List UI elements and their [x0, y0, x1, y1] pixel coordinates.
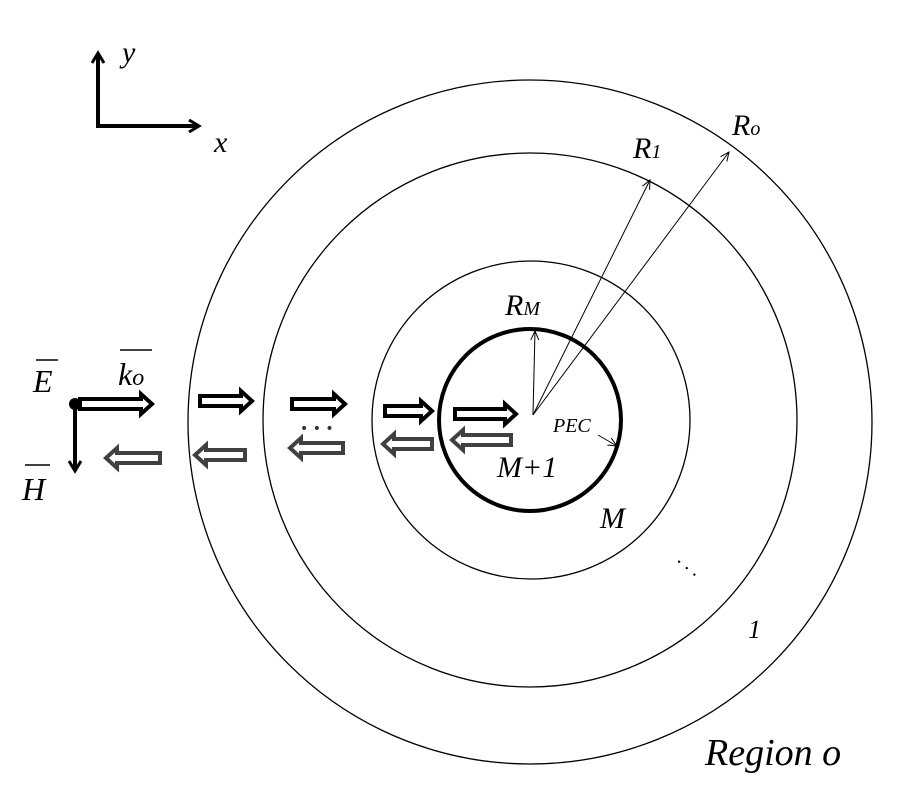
- reflected-arrow: [103, 443, 162, 473]
- rm-radius-arrow: [533, 331, 535, 416]
- h-field-label: H: [21, 471, 47, 507]
- region-ellipsis: · · ·: [670, 552, 703, 585]
- reflected-wave-arrows: [103, 425, 513, 473]
- r0-radius-arrow: [532, 152, 729, 416]
- outer-circle-r0: [187, 79, 873, 765]
- pec-circle: [437, 327, 623, 513]
- region-1-label: 1: [748, 615, 761, 644]
- r1-label: R1: [632, 132, 661, 165]
- continuation-dots: • • •: [300, 421, 334, 437]
- reflected-arrow: [287, 433, 345, 463]
- incident-arrow: [453, 399, 519, 429]
- rm-label: RM: [504, 289, 541, 322]
- reflected-arrow: [449, 425, 513, 455]
- reflected-arrow: [192, 440, 247, 470]
- r1-radius-arrow: [532, 180, 650, 416]
- pec-pointer-arrow: [597, 434, 617, 446]
- circle-r1: [262, 152, 798, 688]
- incident-arrow: [290, 389, 348, 419]
- e-field-label: E: [32, 363, 53, 399]
- reflected-arrow: [380, 429, 434, 459]
- incident-wave-arrows: [78, 386, 519, 429]
- incident-arrow: [383, 396, 435, 426]
- coordinate-axes: y x: [96, 36, 228, 159]
- incident-arrow: [78, 389, 155, 419]
- circle-rm-layer: [371, 260, 691, 580]
- y-axis-label: y: [119, 36, 136, 69]
- region-m-plus-1-label: M+1: [496, 451, 557, 484]
- x-axis-label: x: [213, 126, 228, 159]
- k0-label: ko: [118, 356, 144, 392]
- region-m-label: M: [599, 502, 627, 535]
- region-0-label: Region o: [704, 732, 841, 774]
- incident-arrow: [198, 386, 255, 416]
- pec-label: PEC: [552, 415, 591, 437]
- r0-label: Ro: [731, 109, 760, 142]
